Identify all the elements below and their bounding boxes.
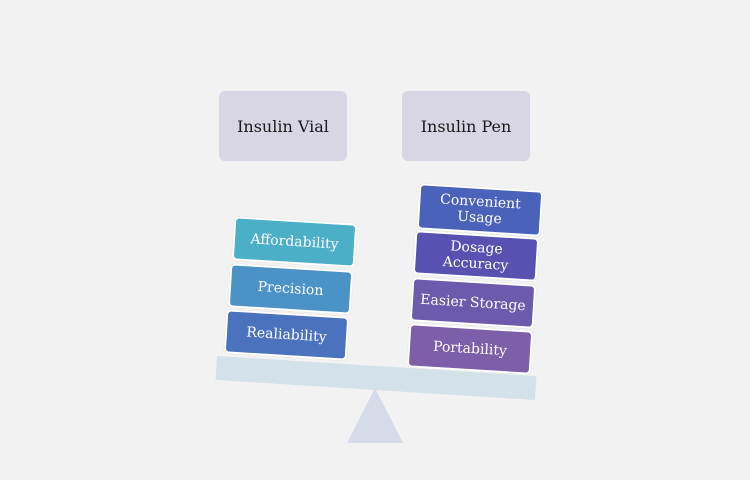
pen-item-portability: Portability bbox=[406, 323, 534, 375]
insulin-vial-header: Insulin Vial bbox=[219, 91, 347, 161]
pen-item-label: Portability bbox=[432, 338, 508, 360]
insulin-vial-label: Insulin Vial bbox=[237, 116, 329, 136]
pen-item-label: Easier Storage bbox=[419, 291, 527, 315]
vial-item-label: Affordability bbox=[250, 231, 339, 253]
pen-item-convenient-usage: Convenient Usage bbox=[416, 183, 544, 237]
pen-item-label: Dosage Accuracy bbox=[442, 238, 509, 274]
vial-item-affordability: Affordability bbox=[231, 216, 358, 268]
vial-item-precision: Precision bbox=[227, 263, 354, 315]
pen-item-dosage-accuracy: Dosage Accuracy bbox=[412, 230, 540, 282]
pen-item-label: Convenient Usage bbox=[439, 191, 522, 228]
vial-item-label: Precision bbox=[257, 279, 324, 299]
scale-fulcrum bbox=[347, 388, 403, 443]
insulin-pen-header: Insulin Pen bbox=[402, 91, 530, 161]
vial-item-reliability: Realiability bbox=[223, 309, 350, 361]
insulin-pen-label: Insulin Pen bbox=[420, 116, 512, 136]
vial-item-label: Realiability bbox=[245, 324, 328, 346]
pen-item-easier-storage: Easier Storage bbox=[409, 277, 537, 329]
